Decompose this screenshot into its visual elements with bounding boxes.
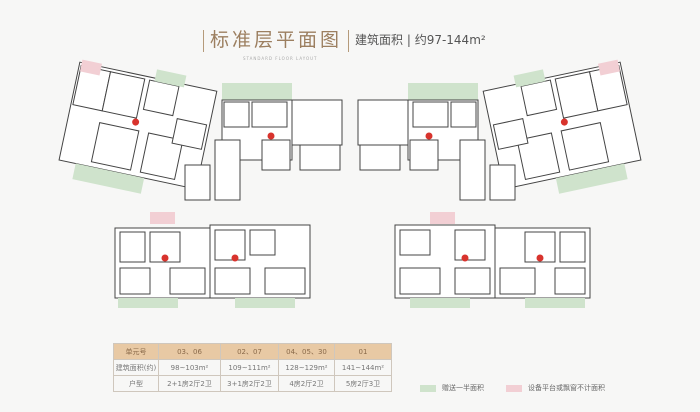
area-label: 建筑面积 | 约97-144m² [355,33,486,47]
unit-marker [231,254,239,262]
table-cell: 01 [334,343,392,360]
unit-table: 单元号 03、06 02、07 04、05、30 01 建筑面积(约) 98~1… [113,343,392,392]
unit-marker [425,132,433,140]
table-cell: 3+1房2厅2卫 [220,375,279,392]
table-header-row: 单元号 03、06 02、07 04、05、30 01 [113,343,392,360]
core-left [184,139,241,201]
unit-marker [267,132,275,140]
unit-left-wing [58,59,218,194]
legend-label: 设备平台或飘窗不计面积 [528,384,605,392]
unit-bottom-right [394,212,591,308]
unit-marker [536,254,544,262]
title-block: 标准层平面图 STANDARD FLOOR LAYOUT 建筑面积 | 约97-… [203,26,486,61]
unit-marker [132,118,140,126]
table-cell: 03、06 [158,343,221,360]
table-cell: 02、07 [220,343,279,360]
unit-marker [461,254,469,262]
table-cell: 单元号 [113,343,159,360]
table-cell: 4房2厅2卫 [278,375,335,392]
table-cell: 5房2厅3卫 [334,375,392,392]
table-cell: 户型 [113,375,159,392]
table-cell: 98~103m² [158,359,221,376]
divider [348,30,350,52]
page-subtitle: STANDARD FLOOR LAYOUT [243,56,318,61]
legend-label: 赠送一半面积 [442,384,484,392]
table-cell: 141~144m² [334,359,392,376]
legend: 赠送一半面积 设备平台或飘窗不计面积 [420,383,605,393]
legend-swatch-green [420,384,436,392]
unit-marker [161,254,169,262]
page-title: 标准层平面图 [210,29,343,51]
legend-swatch-pink [506,384,522,392]
table-cell: 2+1房2厅2卫 [158,375,221,392]
table-cell: 建筑面积(约) [113,359,159,376]
table-cell: 109~111m² [220,359,279,376]
unit-right-wing [482,59,642,194]
table-cell: 04、05、30 [278,343,335,360]
table-row: 户型 2+1房2厅2卫 3+1房2厅2卫 4房2厅2卫 5房2厅3卫 [113,375,392,392]
unit-marker [560,118,568,126]
divider [203,30,204,52]
table-cell: 128~129m² [278,359,335,376]
core-right [459,139,516,201]
unit-bottom-left [114,212,311,308]
table-row: 建筑面积(约) 98~103m² 109~111m² 128~129m² 141… [113,359,392,376]
